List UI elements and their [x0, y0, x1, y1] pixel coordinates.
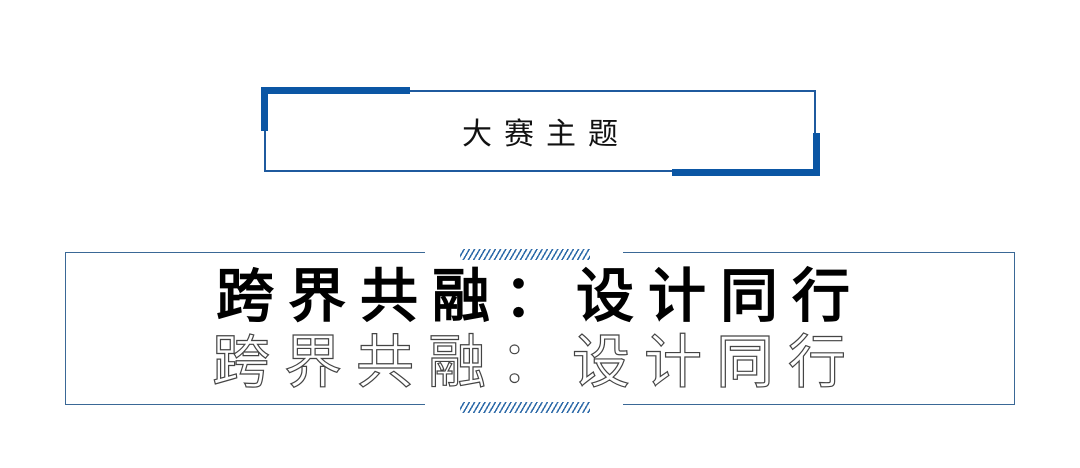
- label-box-border: [264, 90, 816, 172]
- accent-bottom-right: [672, 169, 820, 176]
- accent-right: [813, 133, 820, 176]
- theme-title-outline: 跨界共融：设计同行: [211, 328, 860, 396]
- accent-top-left: [261, 87, 410, 94]
- accent-left: [261, 87, 268, 131]
- hatch-decoration-top: [460, 249, 590, 260]
- theme-title: 跨界共融：设计同行: [215, 262, 864, 330]
- section-label: 大赛主题: [462, 117, 630, 152]
- hatch-decoration-bottom: [460, 402, 590, 413]
